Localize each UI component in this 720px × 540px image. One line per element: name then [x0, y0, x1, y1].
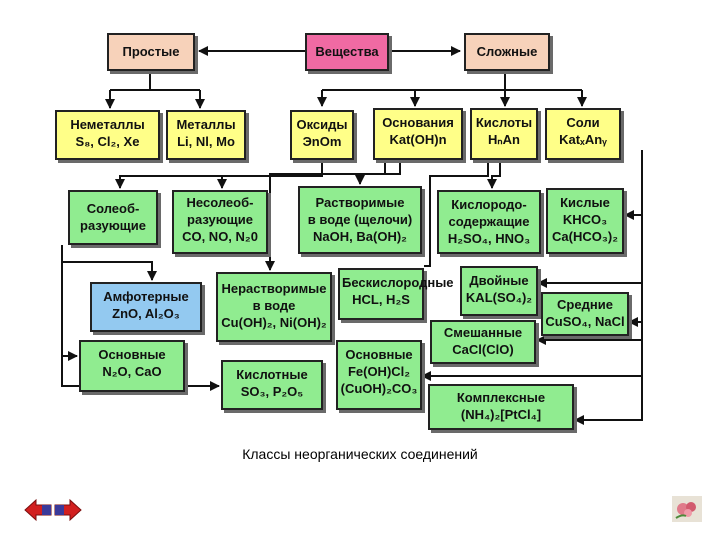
node-line: Средние — [557, 297, 613, 312]
node-line: Простые — [122, 44, 180, 59]
node-line: Металлы — [176, 117, 236, 132]
node-line: (CuOH)₂CO₃ — [340, 381, 418, 396]
node-line: ZnO, Al₂O₃ — [112, 306, 180, 321]
edge-bases-soluble — [355, 160, 401, 185]
node-line: Li, Nl, Mo — [177, 134, 235, 149]
node-line: HₙAn — [488, 132, 520, 147]
node-line: Основания — [382, 115, 454, 130]
node-line: Kat(OH)n — [389, 132, 447, 147]
edge-saltform-amphoteric — [61, 245, 157, 281]
node-line: разующие — [80, 218, 146, 233]
node-line: Амфотерные — [103, 289, 189, 304]
flower-icon[interactable] — [672, 496, 702, 522]
node-line: содержащие — [448, 214, 530, 229]
node-salt-forming: Солеоб-разующие — [68, 190, 158, 245]
node-line: Кислые — [560, 195, 610, 210]
edge-bases-insoluble — [265, 160, 386, 271]
node-line: ЭnOm — [302, 134, 342, 149]
node-line: Кислородо- — [451, 197, 527, 212]
node-complex-salts: Комплексные (NH₄)₂[PtCl₄] — [428, 384, 574, 430]
node-line: Бескислородные — [342, 275, 454, 290]
node-line: в воде — [252, 298, 296, 313]
diagram-caption: Классы неорганических соединений — [242, 446, 478, 462]
node-complex: Сложные — [464, 33, 550, 71]
node-line: KAL(SO₄)₂ — [465, 290, 533, 305]
node-line: Ca(HCO₃)₂ — [552, 229, 618, 244]
node-line: CuSO₄, NaCl — [545, 314, 625, 329]
node-line: (NH₄)₂[PtCl₄] — [460, 407, 542, 422]
node-line: KatₓAnᵧ — [559, 132, 607, 147]
node-line: Несолеоб- — [186, 195, 254, 210]
node-line: Fe(OH)Cl₂ — [347, 364, 411, 379]
node-line: Смешанные — [443, 325, 523, 340]
node-line: Растворимые — [315, 195, 405, 210]
node-line: Соли — [566, 115, 600, 130]
node-line: Кислоты — [475, 115, 533, 130]
node-line: KHCO₃ — [562, 212, 608, 227]
node-line: в воде (щелочи) — [307, 212, 413, 227]
node-line: SO₃, P₂O₅ — [240, 384, 304, 399]
node-simple: Простые — [107, 33, 195, 71]
node-line: S₈, Cl₂, Xe — [75, 134, 140, 149]
node-line: Неметаллы — [70, 117, 145, 132]
arrow-left-icon[interactable] — [24, 498, 52, 522]
node-line: Солеоб- — [86, 201, 140, 216]
node-substances: Вещества — [305, 33, 389, 71]
node-soluble-bases: Растворимые в воде (щелочи) NaOH, Ba(OH)₂ — [298, 186, 422, 254]
node-line: N₂O, CaO — [102, 364, 162, 379]
node-line: Нерастворимые — [221, 281, 327, 296]
node-line: Сложные — [476, 44, 538, 59]
node-line: Основные — [345, 347, 413, 362]
edge-acids-oxy — [487, 160, 501, 189]
node-line: H₂SO₄, HNO₃ — [447, 231, 531, 246]
node-line: Комплексные — [456, 390, 546, 405]
node-line: Двойные — [469, 273, 529, 288]
node-line: Оксиды — [296, 117, 348, 132]
node-line: Вещества — [315, 44, 379, 59]
node-line: разующие — [187, 212, 253, 227]
node-line: CO, NO, N₂0 — [182, 229, 258, 244]
arrow-right-icon[interactable] — [54, 498, 82, 522]
node-line: Cu(OH)₂, Ni(OH)₂ — [221, 315, 327, 330]
node-line: Основные — [98, 347, 166, 362]
edge-acids-anoxic — [424, 160, 489, 267]
node-line: NaOH, Ba(OH)₂ — [313, 229, 407, 244]
node-line: HCL, H₂S — [352, 292, 410, 307]
node-line: CaCl(ClO) — [452, 342, 514, 357]
edge-saltform-basic — [61, 262, 78, 361]
edge-salts-trunk — [574, 150, 643, 425]
node-line: Кислотные — [236, 367, 308, 382]
